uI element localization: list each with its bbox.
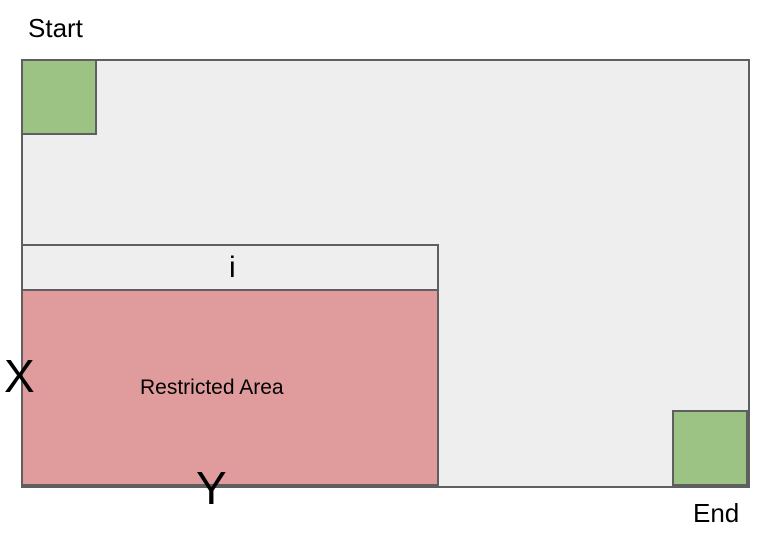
start-square	[21, 59, 97, 135]
start-label: Start	[28, 13, 83, 43]
restricted-area	[21, 289, 439, 486]
i-strip-label: i	[229, 251, 236, 284]
y-dimension-label: Y	[196, 462, 227, 514]
end-label: End	[693, 498, 740, 528]
end-square	[672, 410, 748, 486]
x-dimension-label: X	[4, 350, 35, 402]
i-strip	[21, 244, 439, 292]
restricted-area-label: Restricted Area	[140, 376, 284, 399]
